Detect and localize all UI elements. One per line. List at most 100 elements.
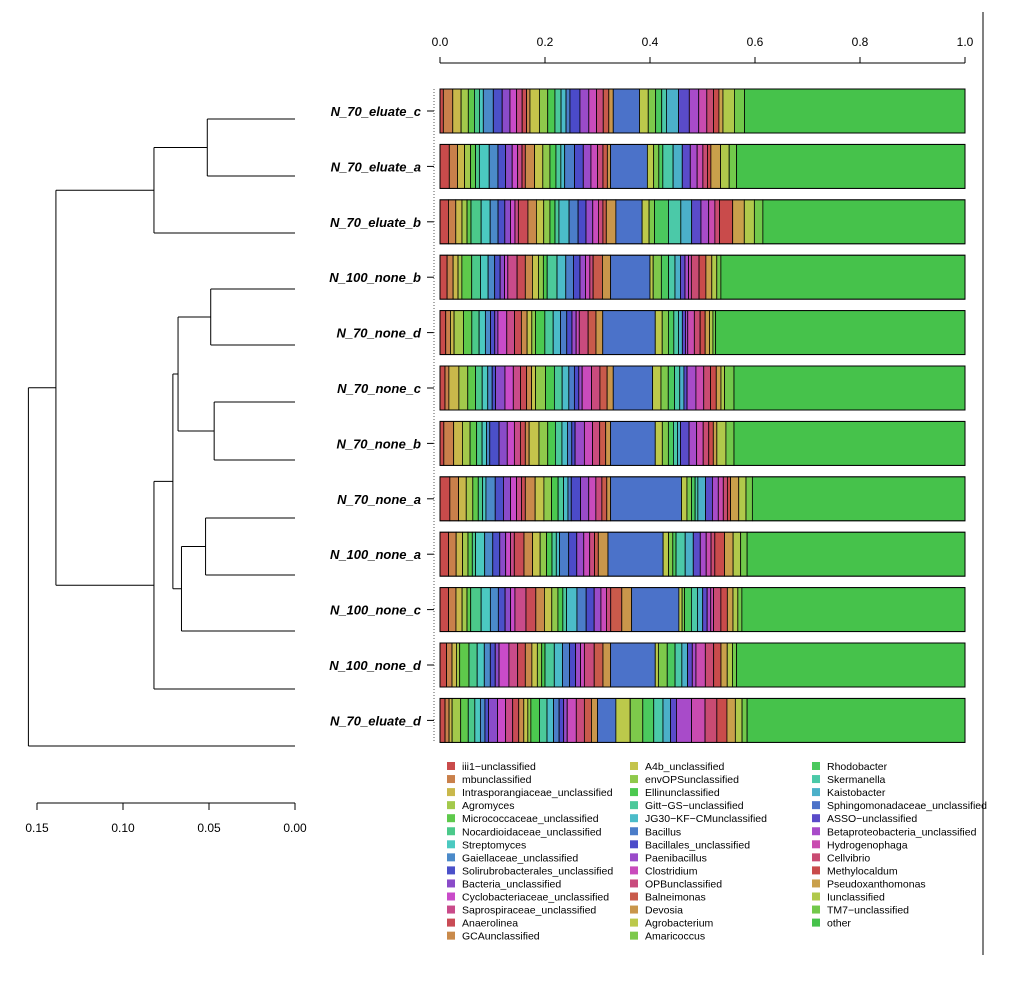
bar-segment [733, 420, 966, 466]
bar-segment [491, 365, 496, 411]
bar-segment [477, 476, 484, 522]
bar-segment [503, 476, 511, 522]
bar-segment [519, 420, 526, 466]
bar-segment [461, 587, 468, 632]
bar-segment [677, 420, 681, 466]
bar-segment [474, 698, 481, 743]
bar-outline [439, 697, 966, 743]
bar-outline [439, 88, 966, 134]
bar-segment [560, 88, 567, 134]
legend-label: Devosia [645, 905, 683, 917]
bar-segment [527, 698, 532, 743]
bar-segment [534, 476, 545, 522]
legend-label: Agrobacterium [645, 918, 714, 930]
bar-segment [692, 531, 701, 577]
bar-segment [554, 88, 562, 134]
legend-label: Skermanella [827, 774, 886, 786]
bar-segment [591, 698, 598, 743]
legend-label: A4b_unclassified [645, 761, 725, 773]
bar-segment [562, 642, 571, 688]
bar-segment [678, 88, 690, 134]
bar-segment [732, 199, 745, 245]
legend-label: Intrasporangiaceae_unclassified [462, 787, 613, 799]
bar-segment [602, 143, 608, 189]
bar-segment [557, 587, 564, 632]
bar-segment [621, 587, 633, 632]
bar-segment [648, 199, 655, 245]
bar-segment [695, 642, 706, 688]
bar-segment [702, 420, 710, 466]
bar-segment [505, 531, 511, 577]
bar-segment [606, 587, 612, 632]
bar-segment [489, 199, 499, 245]
bar-segment [558, 698, 565, 743]
bar-segment [452, 88, 462, 134]
bar-segment [689, 143, 698, 189]
bar-segment [706, 587, 712, 632]
bar-segment [476, 420, 483, 466]
bar-segment [510, 531, 515, 577]
bar-segment [691, 642, 697, 688]
bar-segment [494, 254, 501, 300]
bar-segment [684, 254, 690, 300]
bar-segment [710, 143, 722, 189]
bar-segment [629, 698, 644, 743]
bar-segment [585, 587, 595, 632]
bar-segment [539, 698, 548, 743]
sample-label: N_70_none_c [337, 381, 422, 396]
bar-segment [724, 531, 734, 577]
bar-segment [481, 420, 487, 466]
bar-segment [528, 420, 540, 466]
bar-segment [684, 531, 694, 577]
bar-segment [478, 143, 490, 189]
bar-segment [446, 254, 454, 300]
legend-label: Anaerolinea [462, 918, 518, 930]
bar-segment [552, 310, 561, 356]
bar-segment [466, 199, 472, 245]
bar-segment [504, 199, 511, 245]
bar-segment [696, 420, 704, 466]
bar-segment [517, 143, 523, 189]
bar-segment [464, 143, 472, 189]
bar-segment [657, 642, 668, 688]
legend-swatch [630, 801, 638, 810]
bar-segment [662, 698, 671, 743]
bar-segment [534, 143, 544, 189]
bar-segment [439, 587, 449, 632]
dendrogram-axis-tick-label: 0.00 [283, 821, 307, 835]
bar-segment [578, 365, 583, 411]
bar-segment [610, 420, 656, 466]
legend-label: JG30−KF−CMunclassified [645, 813, 767, 825]
bar-segment [655, 88, 663, 134]
bar-segment [532, 254, 539, 300]
legend-label: TM7−unclassified [827, 905, 909, 917]
bar-segment [512, 365, 521, 411]
bar-segment [720, 587, 728, 632]
legend-swatch [630, 853, 638, 862]
bar-segment [445, 310, 451, 356]
legend-label: Micrococcaceae_unclassified [462, 813, 599, 825]
bar-segment [451, 698, 462, 743]
bar-segment [667, 420, 674, 466]
legend-label: Paenibacillus [645, 852, 707, 864]
bar-segment [746, 531, 966, 577]
legend-swatch [630, 840, 638, 849]
legend-swatch [630, 814, 638, 823]
bar-outline [439, 310, 966, 356]
bar-segment [674, 642, 683, 688]
bar-segment [469, 420, 478, 466]
legend-swatch [447, 905, 455, 914]
bar-segment [599, 365, 608, 411]
bar-segment [639, 88, 649, 134]
bar-segment [576, 587, 587, 632]
bar-segment [516, 254, 526, 300]
legend-label: Sphingomonadaceae_unclassified [827, 800, 987, 812]
bar-segment [654, 199, 669, 245]
bar-segment [471, 254, 481, 300]
bar-segment [738, 476, 747, 522]
bar-segment [706, 88, 714, 134]
bar-segment [674, 254, 681, 300]
bar-segment [704, 698, 718, 743]
bar-segment [610, 476, 682, 522]
bar-segment [661, 310, 669, 356]
